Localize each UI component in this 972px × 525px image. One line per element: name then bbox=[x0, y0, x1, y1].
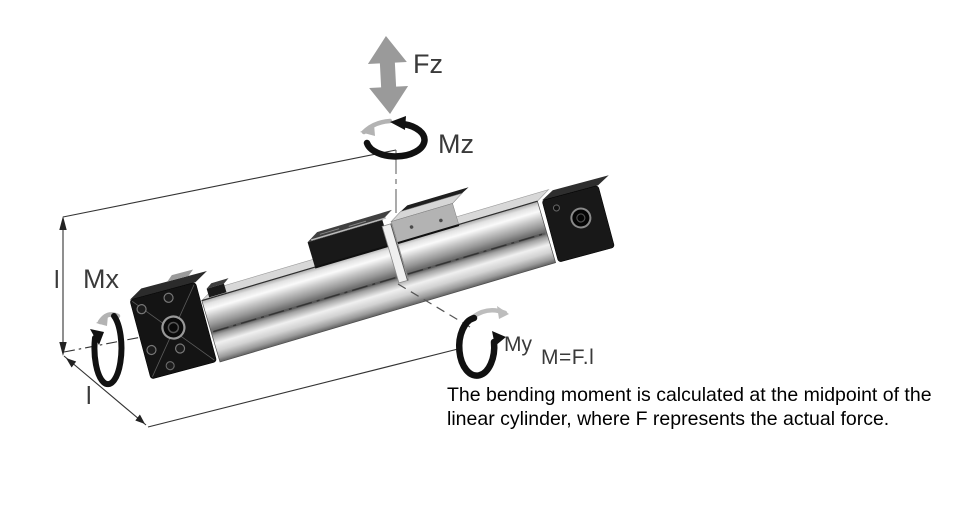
right-cap-top-face bbox=[542, 175, 609, 201]
diagonal-dim-line bbox=[63, 355, 147, 426]
my-arrowhead-dark bbox=[492, 331, 506, 346]
right-cap-screw bbox=[552, 204, 560, 212]
dimension-lines bbox=[62, 149, 459, 428]
left-cap-screw-5 bbox=[165, 361, 175, 371]
label-dim-diagonal: l bbox=[86, 382, 92, 410]
right-cap-port-inner bbox=[576, 213, 586, 223]
caption-line-2: linear cylinder, where F represents the … bbox=[447, 407, 890, 430]
carriage-under-lip bbox=[314, 224, 460, 269]
mz-arc-dark bbox=[363, 120, 428, 160]
moment-arrow-mz bbox=[360, 116, 428, 160]
carriage bbox=[307, 187, 469, 284]
left-cap-screw-2 bbox=[163, 292, 174, 303]
left-cap-top-face bbox=[129, 270, 207, 300]
left-cap-screw-4 bbox=[174, 343, 186, 354]
carriage-left-front bbox=[307, 220, 390, 268]
carriage-left-top-highlight bbox=[310, 217, 387, 241]
vertical-dim-arrow-bottom bbox=[59, 342, 67, 356]
carriage-left-slot-2 bbox=[348, 220, 367, 227]
carriage-center-tab-edge bbox=[390, 223, 409, 281]
label-my: My bbox=[504, 333, 532, 356]
cylinder-body bbox=[200, 187, 557, 363]
mx-arrowhead-dark bbox=[90, 329, 104, 345]
carriage-screw-dot-1 bbox=[409, 225, 414, 229]
cushion-tab bbox=[206, 278, 229, 289]
caption-text: The bending moment is calculated at the … bbox=[447, 384, 959, 431]
label-mz: Mz bbox=[438, 129, 474, 159]
left-axis-dashdot bbox=[63, 334, 153, 353]
force-arrow-fz bbox=[367, 36, 409, 114]
label-dim-vertical: l bbox=[54, 266, 60, 294]
diagonal-dim-arrow-bottom bbox=[135, 414, 145, 424]
diagonal-dim-arrow-top bbox=[66, 358, 77, 368]
dimension-arrowheads bbox=[59, 216, 145, 424]
label-fz: Fz bbox=[413, 49, 443, 79]
mx-arrowhead-faded bbox=[96, 315, 108, 326]
bottom-long-line bbox=[147, 348, 459, 428]
my-arc-dark bbox=[455, 314, 498, 379]
left-cap-top-tab bbox=[167, 269, 194, 282]
moment-arrow-mx bbox=[90, 312, 125, 388]
carriage-screw-dot-2 bbox=[439, 218, 443, 223]
my-arrowhead-faded bbox=[497, 306, 509, 319]
quad-top-line bbox=[62, 149, 397, 218]
label-mx: Mx bbox=[83, 264, 119, 294]
vertical-dim-arrow-top bbox=[59, 216, 67, 230]
caption-line-1: The bending moment is calculated at the … bbox=[447, 384, 932, 406]
fz-double-arrow bbox=[367, 36, 409, 114]
carriage-center-tab bbox=[381, 223, 409, 284]
cushion-tab-front bbox=[206, 283, 227, 298]
left-end-cap bbox=[129, 269, 217, 379]
left-cap-port bbox=[161, 315, 186, 340]
left-cap-screw-1 bbox=[136, 304, 147, 315]
mz-arrowhead-faded bbox=[360, 124, 375, 136]
left-cap-port-inner bbox=[167, 321, 180, 334]
label-formula: M=F.l bbox=[541, 346, 594, 369]
carriage-left-slot-1 bbox=[319, 228, 340, 235]
carriage-back-rail bbox=[400, 187, 469, 212]
moment-arrow-my bbox=[455, 306, 509, 379]
left-cap-screw-3 bbox=[146, 344, 157, 356]
mx-arc-dark bbox=[91, 313, 125, 388]
right-end-cap bbox=[542, 175, 615, 262]
right-cap-port bbox=[570, 207, 592, 229]
mz-arrowhead-dark bbox=[390, 116, 406, 130]
